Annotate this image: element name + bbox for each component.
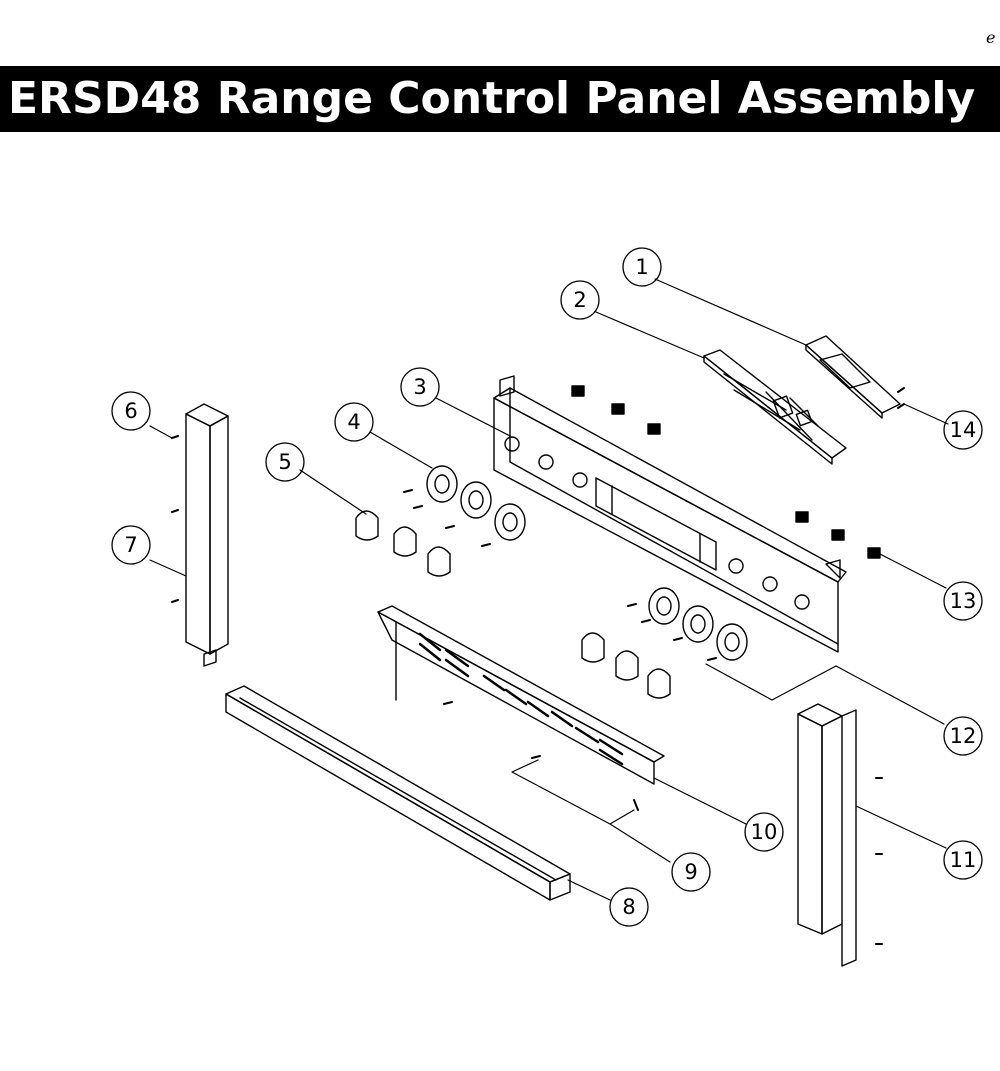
lower-knobs [581, 632, 671, 699]
upper-switches [571, 385, 661, 435]
callout-14: 14 [950, 418, 977, 442]
part-12-lower-bezels [648, 587, 748, 661]
screws [171, 387, 905, 945]
callout-2: 2 [573, 288, 586, 312]
callout-6: 6 [124, 399, 137, 423]
part-13-switches [795, 511, 881, 559]
part-11-right-end-cap [797, 703, 857, 967]
part-4-upper-bezels [426, 465, 526, 541]
part-1-control-face-plate [805, 335, 901, 419]
callout-circles [111, 247, 983, 927]
callout-5: 5 [278, 450, 291, 474]
callout-3: 3 [413, 375, 426, 399]
callout-numbers: 1 2 3 4 5 6 7 8 9 10 11 12 13 14 [124, 255, 976, 919]
callout-12: 12 [950, 724, 977, 748]
callout-11: 11 [950, 848, 977, 872]
part-7-left-end-cap [185, 403, 229, 667]
callout-7: 7 [124, 533, 137, 557]
callout-8: 8 [622, 895, 635, 919]
leader-lines [149, 278, 949, 901]
part-8-trim-rail [225, 685, 571, 901]
callout-10: 10 [751, 820, 778, 844]
page-corner-mark: e [986, 28, 996, 47]
part-3-panel-housing [493, 375, 847, 653]
callout-1: 1 [635, 255, 648, 279]
page-title: ERSD48 Range Control Panel Assembly [8, 73, 976, 124]
callout-4: 4 [347, 410, 360, 434]
callout-13: 13 [950, 589, 977, 613]
title-bar: ERSD48 Range Control Panel Assembly [0, 66, 1000, 132]
part-5-upper-knobs [355, 510, 451, 577]
part-2-control-board [703, 349, 847, 465]
part-10-vent-panel [377, 605, 665, 785]
callout-9: 9 [684, 860, 697, 884]
